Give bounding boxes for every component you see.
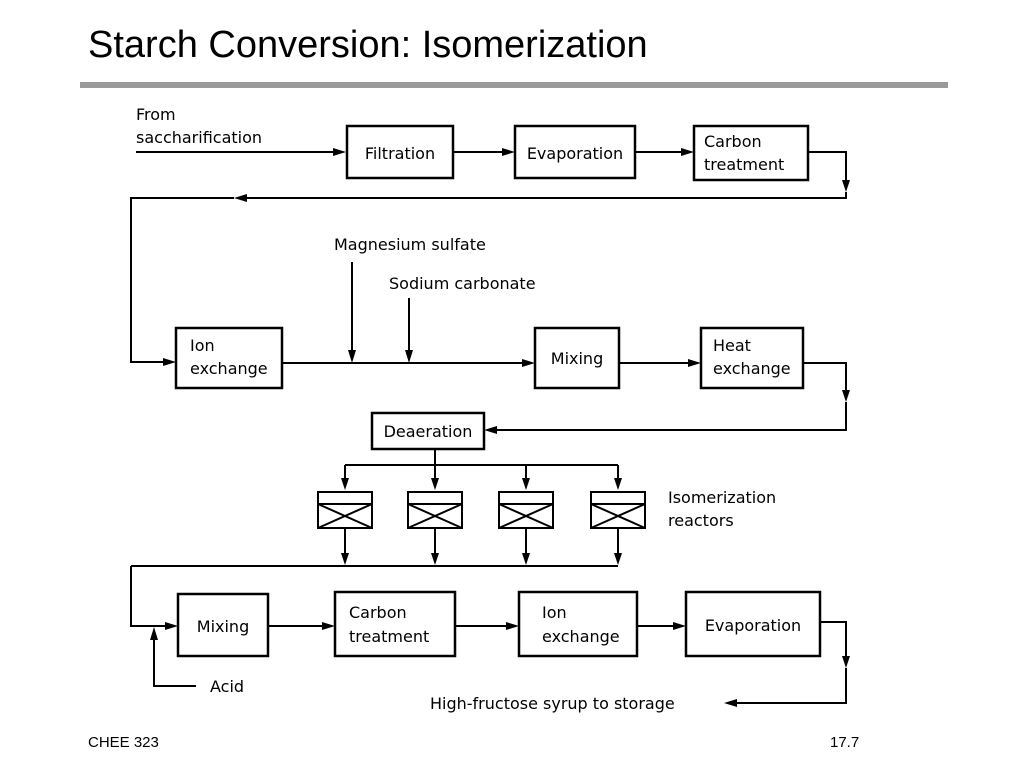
label-from: From	[136, 105, 176, 124]
flow-line	[803, 362, 847, 390]
flow-line	[246, 192, 847, 199]
box-carbon-treatment-2-line2: treatment	[349, 627, 429, 646]
arrowhead	[522, 359, 535, 367]
box-deaeration: Deaeration	[370, 411, 486, 451]
label-isomerization: Isomerization	[668, 488, 776, 507]
box-carbon-treatment-1: Carbon treatment	[692, 124, 810, 182]
isomerization-reactor	[498, 465, 554, 565]
arrowhead	[688, 359, 701, 367]
box-mixing-2: Mixing	[176, 592, 270, 658]
footer-course-code: CHEE 323	[88, 734, 159, 751]
arrowhead	[333, 148, 346, 156]
box-carbon-treatment-1-line2: treatment	[704, 155, 784, 174]
box-filtration-label: Filtration	[365, 144, 435, 163]
arrowhead	[165, 622, 178, 630]
arrowhead	[234, 194, 247, 202]
box-evaporation-2: Evaporation	[684, 590, 822, 658]
flow-line	[130, 566, 165, 627]
label-acid: Acid	[210, 677, 244, 696]
box-ion-exchange-1-line1: Ion	[190, 336, 215, 355]
slide-title: Starch Conversion: Isomerization	[88, 24, 648, 66]
arrowhead	[724, 699, 737, 707]
footer-slide-number: 17.7	[830, 734, 860, 751]
box-ion-exchange-1-line2: exchange	[190, 359, 268, 378]
box-evaporation-2-label: Evaporation	[705, 616, 801, 635]
flow-line-output	[737, 668, 847, 704]
arrowhead	[842, 656, 850, 668]
arrowhead	[163, 358, 176, 366]
arrowhead	[150, 627, 158, 640]
box-ion-exchange-2: Ion exchange	[517, 590, 639, 658]
box-mixing-1: Mixing	[533, 326, 621, 390]
box-carbon-treatment-1-line1: Carbon	[704, 132, 762, 151]
flow-line	[496, 402, 847, 431]
arrowhead	[681, 148, 694, 156]
arrowhead	[348, 350, 356, 363]
label-output: High-fructose syrup to storage	[430, 694, 675, 713]
flow-line	[808, 151, 847, 180]
isomerization-reactor	[407, 465, 463, 565]
box-ion-exchange-2-line2: exchange	[542, 627, 620, 646]
flow-line	[820, 621, 847, 656]
box-deaeration-label: Deaeration	[384, 422, 473, 441]
arrowhead	[506, 622, 519, 630]
box-mixing-1-label: Mixing	[551, 349, 603, 368]
box-evaporation-1-label: Evaporation	[527, 144, 623, 163]
arrowhead	[322, 622, 335, 630]
arrowhead	[673, 622, 686, 630]
arrowhead	[405, 350, 413, 363]
flow-line-acid	[153, 640, 196, 687]
box-carbon-treatment-2: Carbon treatment	[333, 590, 457, 658]
box-ion-exchange-2-line1: Ion	[542, 603, 567, 622]
flow-line	[130, 197, 234, 363]
arrowhead	[842, 390, 850, 402]
label-magnesium-sulfate: Magnesium sulfate	[334, 235, 486, 254]
isomerization-reactor	[317, 465, 373, 565]
box-ion-exchange-1: Ion exchange	[174, 326, 284, 390]
arrowhead	[484, 426, 497, 434]
box-evaporation-1: Evaporation	[513, 124, 637, 180]
box-heat-exchange-line1: Heat	[713, 336, 751, 355]
arrowhead	[842, 180, 850, 192]
label-saccharification: saccharification	[136, 128, 262, 147]
box-heat-exchange-line2: exchange	[713, 359, 791, 378]
label-sodium-carbonate: Sodium carbonate	[389, 274, 536, 293]
arrowhead	[502, 148, 515, 156]
title-rule	[80, 82, 948, 88]
label-reactors: reactors	[668, 511, 734, 530]
box-mixing-2-label: Mixing	[197, 617, 249, 636]
box-heat-exchange: Heat exchange	[699, 326, 805, 390]
box-carbon-treatment-2-line1: Carbon	[349, 603, 407, 622]
box-filtration: Filtration	[345, 124, 455, 180]
isomerization-reactor	[590, 465, 646, 565]
